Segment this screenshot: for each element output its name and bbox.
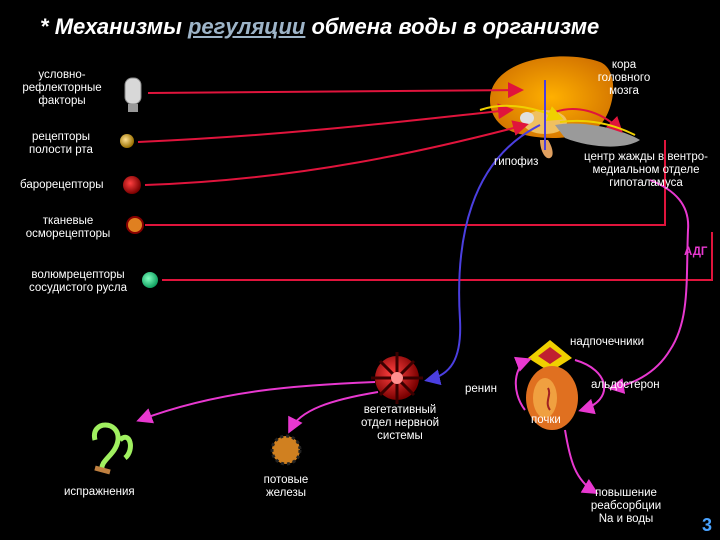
mouth-receptor-icon xyxy=(120,134,134,148)
cortex-label: кора головного мозга xyxy=(597,59,651,97)
excretion-label: испражнения xyxy=(64,486,135,498)
nervous-system-icon xyxy=(371,352,423,404)
intestine-base xyxy=(94,465,111,475)
arrow-yellow-1 xyxy=(479,104,564,121)
adh-label: АДГ xyxy=(684,246,708,258)
arrow-conditioned-to-cortex xyxy=(147,82,524,99)
thirst-center-label: центр жажды в вентро-медиальном отделе г… xyxy=(584,151,708,189)
renin-label: ренин xyxy=(465,383,497,395)
aldosterone-label: альдостерон xyxy=(591,379,660,391)
arrow-yellow-2 xyxy=(559,119,636,136)
ans-label: вегетативный отдел нервной системы xyxy=(360,404,440,442)
arrow-ans-to-sweat xyxy=(288,391,379,434)
baroreceptors-label: барорецепторы xyxy=(20,179,104,191)
volume-receptors-label: волюмрецепторы сосудистого русла xyxy=(28,269,128,294)
arrow-osmo-to-thirst xyxy=(145,140,666,226)
kidney-label: почки xyxy=(531,414,561,426)
arrow-mouth-to-hypothalamus xyxy=(137,103,514,143)
sweat-gland-icon xyxy=(270,434,302,466)
lightbulb-icon xyxy=(124,77,142,112)
baroreceptor-icon xyxy=(123,176,141,194)
kidney-icon xyxy=(526,366,578,430)
pituitary-label: гипофиз xyxy=(494,156,539,168)
arrow-adh-to-kidney xyxy=(608,179,690,394)
arrow-renin xyxy=(513,356,532,411)
adrenal-label: надпочечники xyxy=(570,336,645,348)
arrow-kidney-to-reabsorption xyxy=(564,429,599,495)
osmoreceptor-icon xyxy=(126,216,144,234)
arrow-aldosterone xyxy=(574,359,606,415)
reabsorption-label: повышение реабсорбции Na и воды xyxy=(590,487,662,525)
sweat-glands-label: потовые железы xyxy=(263,474,309,499)
page-number: 3 xyxy=(701,515,712,535)
osmoreceptors-label: тканевые осморецепторы xyxy=(25,215,111,240)
volume-receptor-icon xyxy=(142,272,158,288)
arrow-ans-to-excretion xyxy=(136,381,376,424)
arrow-brain-to-ans xyxy=(424,124,541,386)
arrow-volume-to-system xyxy=(162,232,713,281)
slide-title: * Механизмы регуляции обмена воды в орга… xyxy=(40,14,600,39)
adrenal-icon xyxy=(528,340,572,372)
arrow-baro-to-hypothalamus xyxy=(144,120,529,186)
mouth-receptors-label: рецепторы полости рта xyxy=(29,131,93,156)
intestine-icon xyxy=(92,422,133,471)
conditioned-factors-label: условно-рефлекторные факторы xyxy=(22,69,102,107)
